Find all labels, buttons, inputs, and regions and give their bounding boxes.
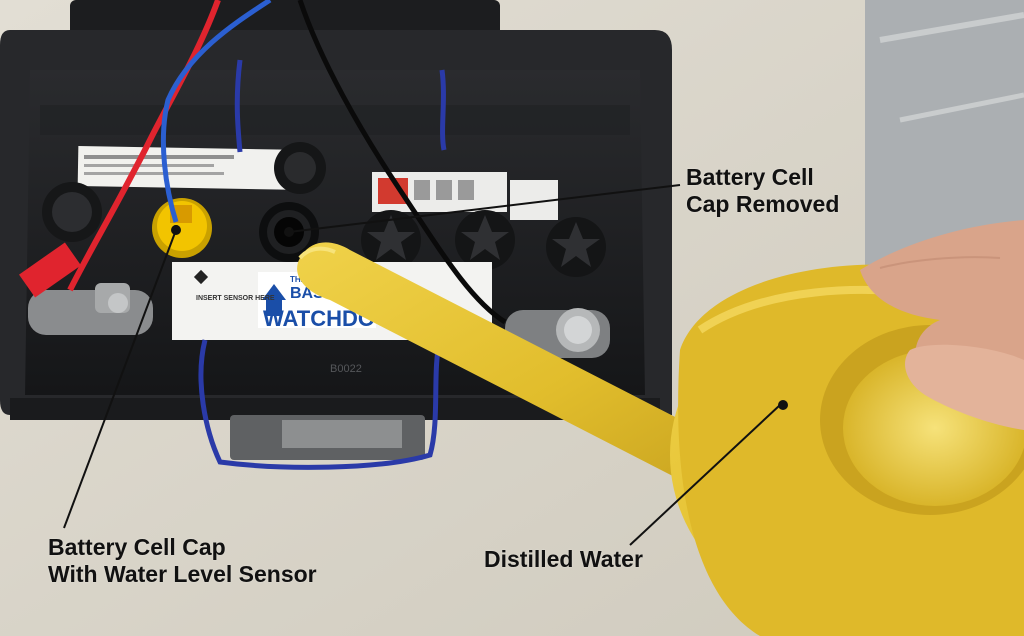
warning-label	[77, 146, 301, 190]
strap-top-right	[439, 69, 447, 151]
callout-distilled-water-text: Distilled Water	[484, 546, 643, 572]
red-wire	[67, 0, 221, 292]
strap-bottom	[198, 339, 443, 470]
callout-line-water	[629, 404, 781, 546]
black-wire	[297, 0, 507, 325]
callout-distilled-water: Distilled Water	[484, 546, 643, 573]
callout-cap-sensor: Battery Cell Cap With Water Level Sensor	[48, 534, 317, 588]
vent-cap-3	[455, 210, 515, 270]
vent-cap-2	[361, 210, 421, 270]
strap-top-left	[234, 59, 243, 153]
vent-plug-top	[274, 142, 326, 194]
callout-line-sensor	[63, 229, 177, 529]
callout-dot-water	[778, 400, 788, 410]
hand	[860, 220, 1024, 430]
callout-cap-sensor-line1: Battery Cell Cap	[48, 534, 226, 560]
battery-terminal-icon	[28, 283, 153, 335]
callout-cap-removed-line1: Battery Cell	[686, 164, 814, 190]
callout-cap-removed: Battery Cell Cap Removed	[686, 164, 839, 218]
lot-code-text: B0022	[330, 363, 362, 375]
vent-cap-4	[546, 217, 606, 277]
callout-dot-sensor	[171, 225, 181, 235]
blue-wire	[160, 0, 272, 223]
brand-top-text: THE	[290, 275, 307, 284]
callout-line-cap-removed	[288, 184, 681, 233]
callout-cap-removed-line2: Cap Removed	[686, 191, 840, 217]
sensor-note-text: INSERT SENSOR HERE	[196, 295, 275, 302]
vent-cap-1	[42, 182, 102, 242]
callout-cap-sensor-line2: With Water Level Sensor	[48, 561, 317, 587]
callout-dot-cap	[284, 227, 294, 237]
water-level-sensor-icon	[152, 198, 212, 258]
red-connector	[19, 242, 81, 298]
